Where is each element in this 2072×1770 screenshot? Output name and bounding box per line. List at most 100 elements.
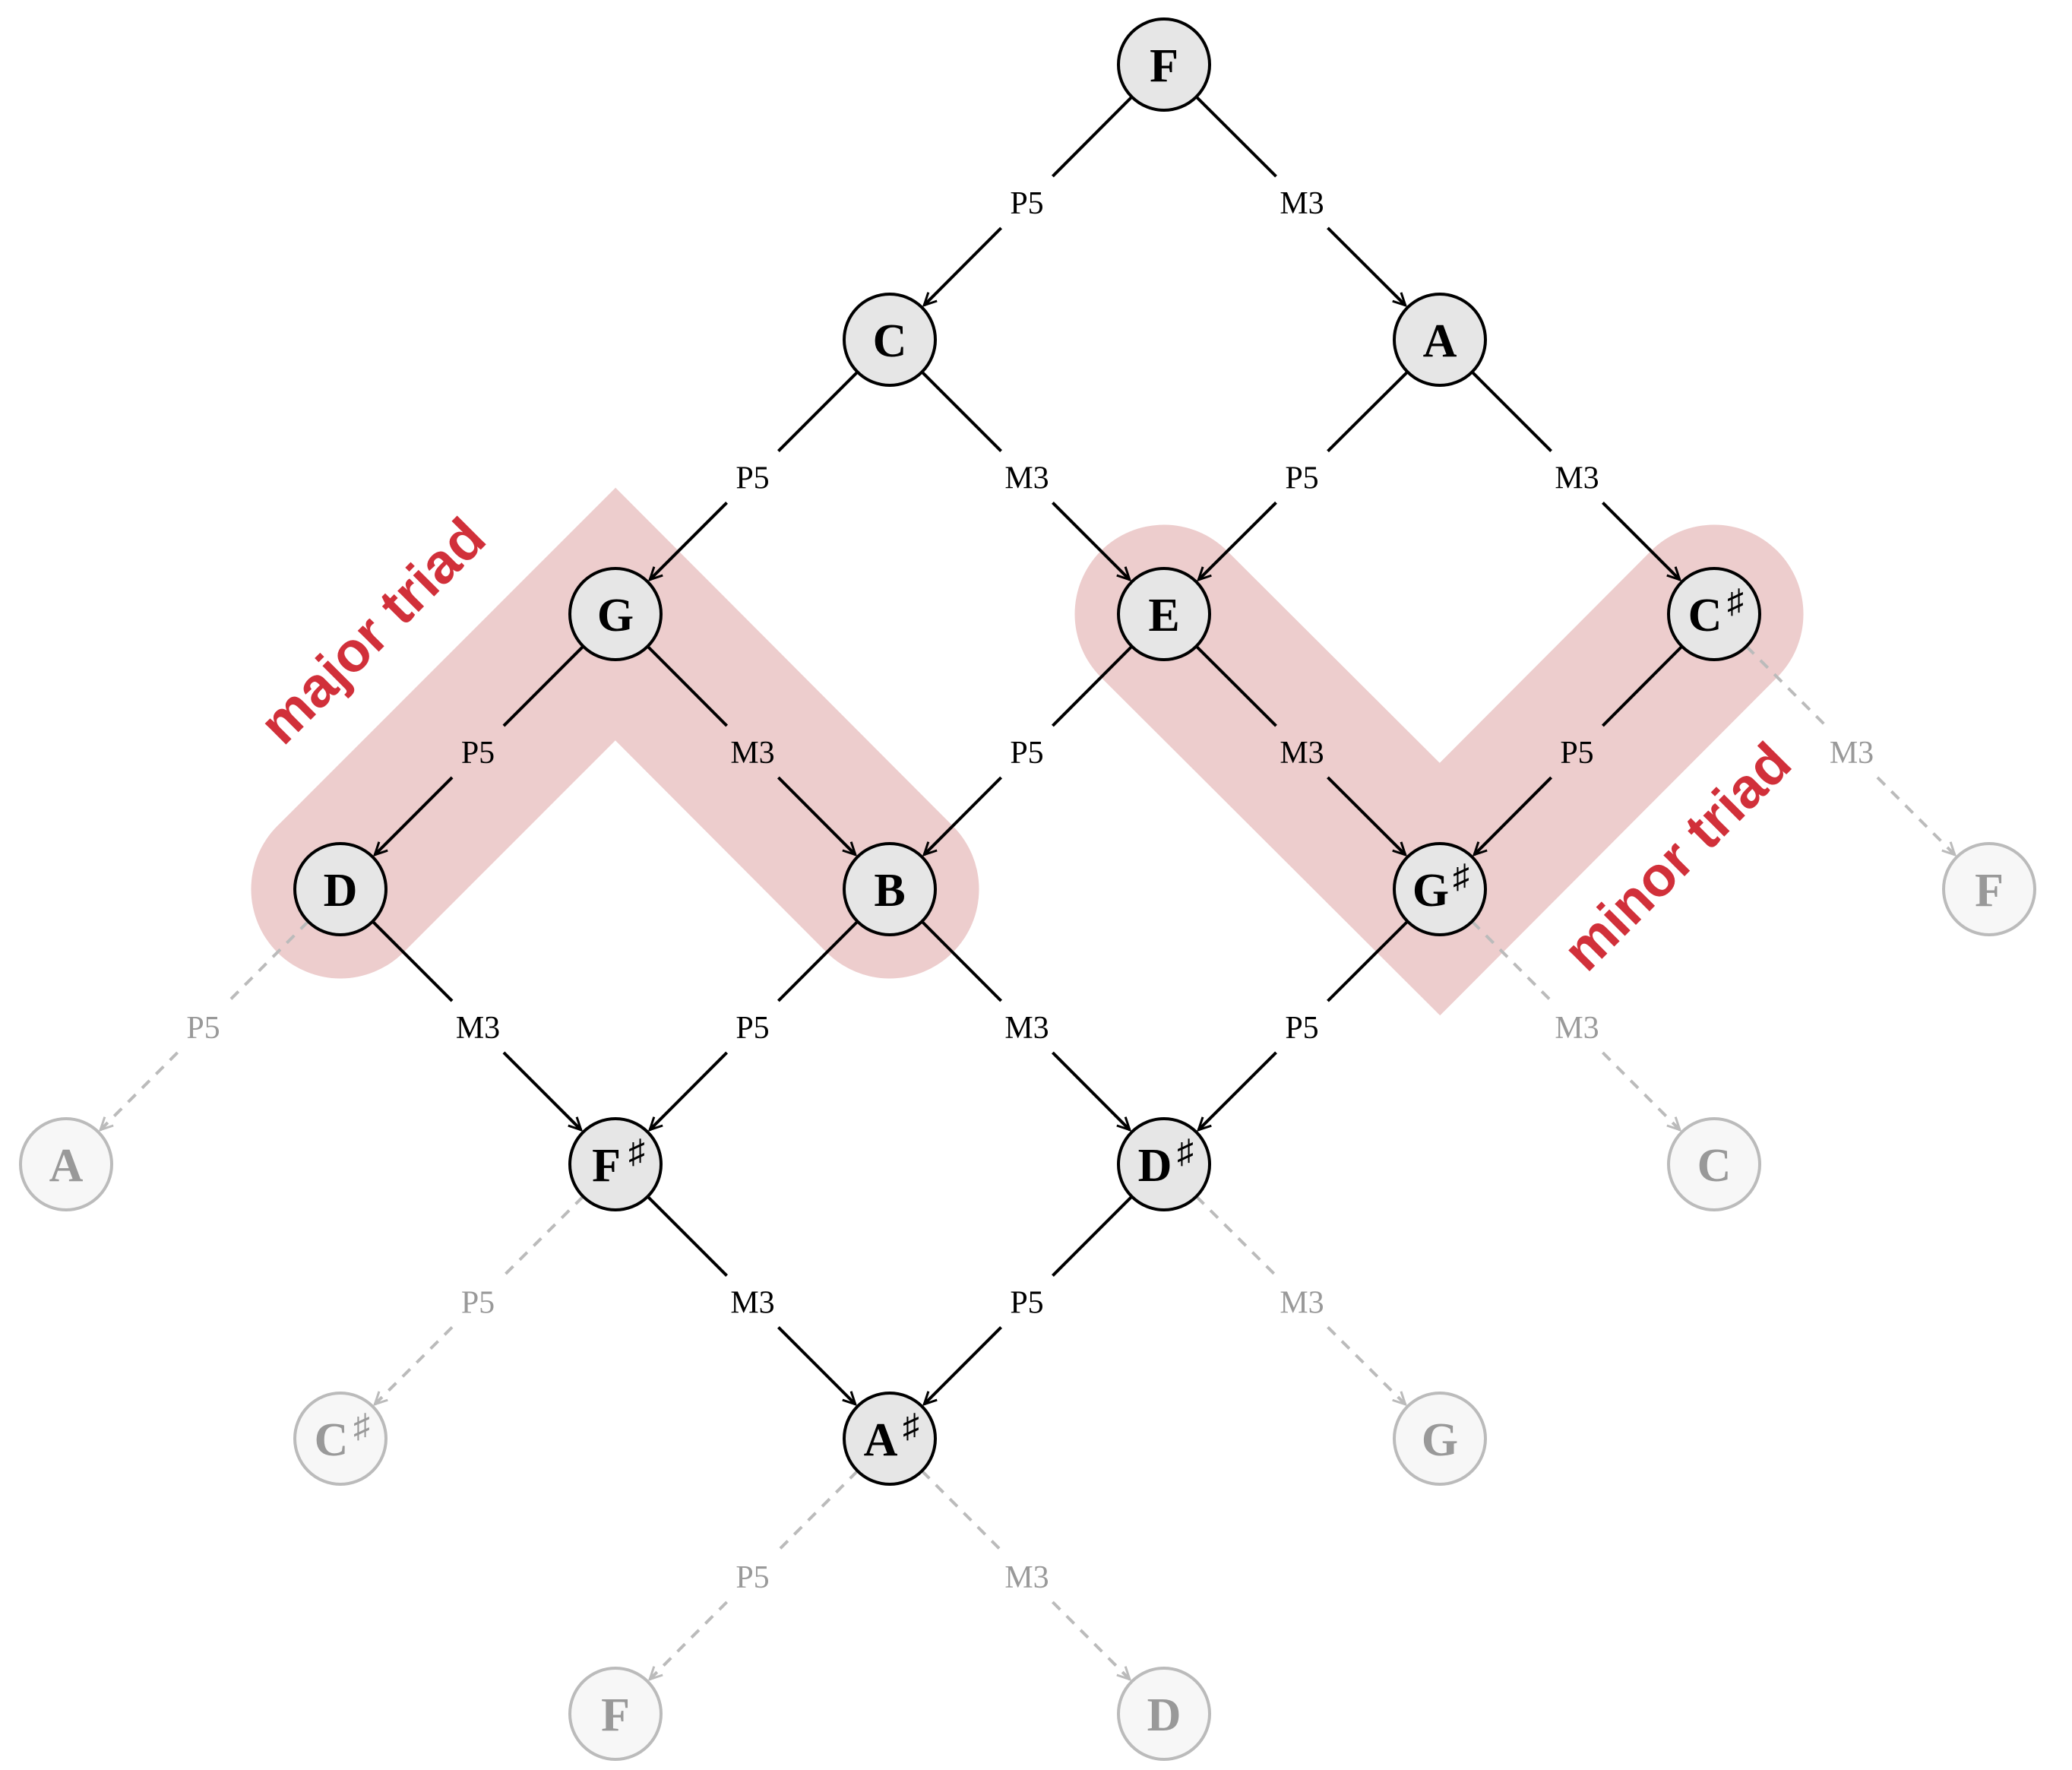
edge-arrow xyxy=(1052,502,1129,579)
edge-E2-B3: P5 xyxy=(924,645,1134,854)
edge-line xyxy=(920,1470,1003,1552)
edge-arrow xyxy=(1198,1051,1277,1130)
edge-label-p5: P5 xyxy=(1285,1011,1318,1046)
note-label: B xyxy=(874,865,905,917)
edge-As5-F6g: P5 xyxy=(650,1470,859,1680)
edge-G2-D3: P5 xyxy=(375,645,584,854)
note-label: D xyxy=(1147,1689,1182,1741)
note-circle xyxy=(293,1392,388,1486)
edge-label-p5: P5 xyxy=(1010,1286,1043,1321)
edge-label-p5: P5 xyxy=(1010,186,1043,221)
edge-F0-A1: M3 xyxy=(1195,95,1405,306)
edge-line xyxy=(502,645,584,727)
note-circle xyxy=(293,842,388,936)
note-node-G2: G xyxy=(568,567,663,661)
note-label: A xyxy=(864,1414,898,1466)
edge-Fs4-Cs5g: P5 xyxy=(375,1195,584,1404)
edge-line xyxy=(502,1195,584,1278)
note-label: E xyxy=(1148,590,1179,641)
edge-arrow xyxy=(1051,1601,1129,1680)
edge-label-m3: M3 xyxy=(1004,1560,1049,1595)
edge-label-m3: M3 xyxy=(730,1286,774,1321)
edge-line xyxy=(777,920,859,1002)
note-label: F xyxy=(1975,865,2004,917)
edge-As5-D6g: M3 xyxy=(920,1470,1129,1680)
note-node-E2: E xyxy=(1117,567,1211,661)
note-circle xyxy=(1117,567,1211,661)
edge-D3-Fs4: M3 xyxy=(372,920,580,1129)
note-label: A xyxy=(49,1140,84,1192)
edge-arrow xyxy=(1327,776,1405,855)
edge-label-p5: P5 xyxy=(461,736,495,771)
note-node-F0: F xyxy=(1117,17,1211,112)
edge-Gs3-C4g: M3 xyxy=(1470,920,1679,1129)
note-node-D6g: D xyxy=(1117,1667,1211,1761)
edge-Ds4-As5: P5 xyxy=(924,1195,1133,1404)
edge-label-m3: M3 xyxy=(1004,1011,1049,1046)
note-circle xyxy=(568,1117,663,1211)
edge-label-p5: P5 xyxy=(1285,461,1318,496)
note-label: A xyxy=(1423,315,1457,367)
edge-label-p5: P5 xyxy=(461,1286,495,1321)
edge-arrow xyxy=(1327,226,1405,306)
note-circle xyxy=(843,293,937,387)
edge-B3-Ds4: M3 xyxy=(920,920,1129,1130)
edge-line xyxy=(777,371,859,452)
edge-Cs2-F3g: M3 xyxy=(1745,645,1955,855)
edge-label-m3: M3 xyxy=(1555,1011,1599,1046)
edge-arrow xyxy=(1876,776,1955,855)
edge-line xyxy=(372,920,454,1002)
edge-line xyxy=(1195,644,1277,727)
edge-arrow xyxy=(924,226,1003,306)
edge-Fs4-As5: M3 xyxy=(647,1195,855,1404)
edge-arrow xyxy=(1474,776,1553,855)
note-node-F3g: F xyxy=(1942,842,2036,936)
note-label: F xyxy=(592,1140,621,1192)
edge-line xyxy=(1327,920,1409,1002)
edge-arrow xyxy=(777,1326,855,1404)
note-node-As5: A♯ xyxy=(843,1392,937,1486)
edge-arrow xyxy=(650,1601,729,1680)
edge-arrow xyxy=(777,776,855,855)
edge-line xyxy=(1052,1195,1133,1277)
edge-label-p5: P5 xyxy=(735,1560,769,1595)
note-node-A4g: A xyxy=(19,1117,113,1211)
sharp-sign: ♯ xyxy=(903,1407,919,1445)
note-label: F xyxy=(1150,40,1178,92)
note-node-Fs4: F♯ xyxy=(568,1117,663,1211)
note-label: C xyxy=(1697,1140,1732,1192)
edge-Ds4-G5g: M3 xyxy=(1195,1195,1406,1404)
edge-line xyxy=(777,1470,859,1552)
note-circle xyxy=(843,842,937,936)
sharp-sign: ♯ xyxy=(353,1407,370,1445)
edge-label-m3: M3 xyxy=(1280,736,1324,771)
note-circle xyxy=(1667,1117,1761,1211)
edge-G2-B3: M3 xyxy=(646,645,855,855)
edge-line xyxy=(1195,1195,1277,1278)
edge-arrow xyxy=(1051,1051,1129,1130)
edge-line xyxy=(921,371,1002,452)
note-node-C4g: C xyxy=(1667,1117,1761,1211)
note-circle xyxy=(1667,567,1761,661)
note-node-Gs3: G♯ xyxy=(1393,842,1487,936)
note-node-G5g: G xyxy=(1393,1392,1487,1486)
note-node-A1: A xyxy=(1393,293,1487,387)
note-node-Ds4: D♯ xyxy=(1117,1117,1211,1211)
edge-arrow xyxy=(100,1051,179,1130)
note-circle xyxy=(1117,1117,1211,1211)
edge-arrow xyxy=(650,502,728,579)
note-label: D xyxy=(324,865,358,917)
note-label: D xyxy=(1138,1140,1172,1192)
note-circle xyxy=(19,1117,113,1211)
note-node-D3: D xyxy=(293,842,388,936)
edge-label-m3: M3 xyxy=(1280,1286,1324,1321)
edge-Gs3-Ds4: P5 xyxy=(1198,920,1409,1130)
note-circle xyxy=(1117,17,1211,112)
edge-C1-E2: M3 xyxy=(921,371,1129,579)
edge-F0-C1: P5 xyxy=(924,96,1134,306)
edge-A1-Cs2: M3 xyxy=(1471,371,1679,579)
sharp-sign: ♯ xyxy=(1453,858,1469,895)
edge-line xyxy=(647,1195,728,1277)
edge-B3-Fs4: P5 xyxy=(650,920,859,1129)
